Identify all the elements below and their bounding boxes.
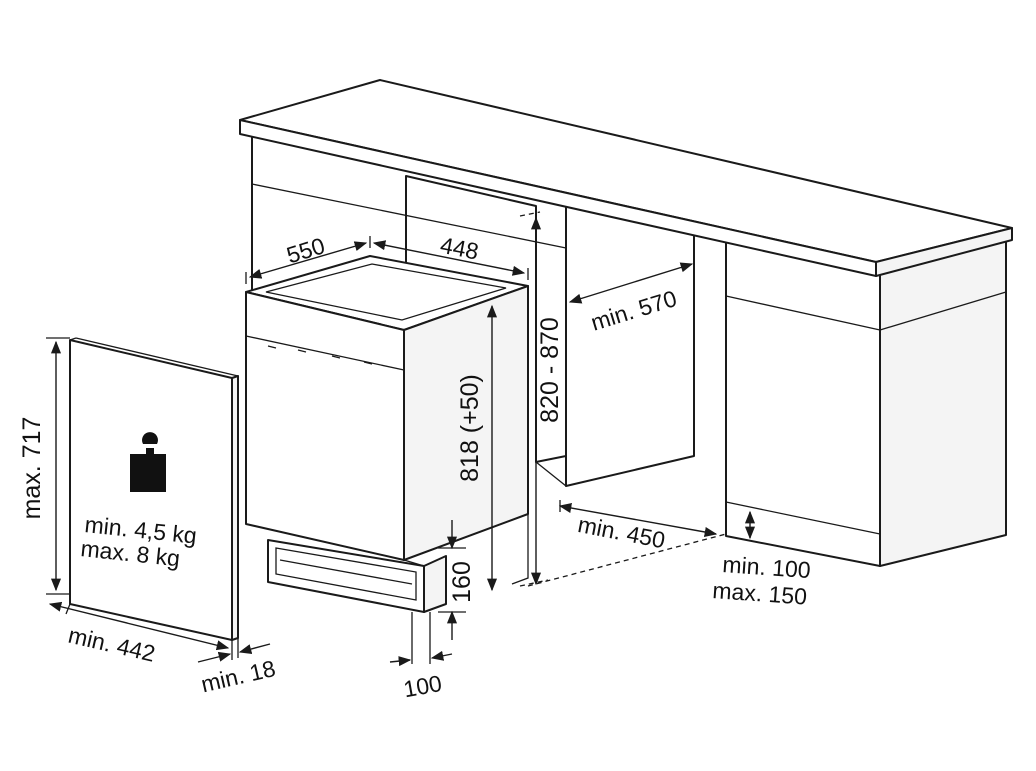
depth-dimension-line — [248, 241, 368, 279]
dishwasher — [245, 255, 529, 613]
control-panel-slots — [267, 345, 373, 365]
right-cabinet-side-line — [879, 291, 1007, 331]
plinth-depth-line-right — [430, 650, 453, 661]
right-cabinet-plinth-line — [725, 501, 881, 535]
plinth-gap-min-label: min. 100 — [722, 551, 812, 583]
plinth-depth-line-left — [389, 656, 412, 667]
appliance-width-label: 448 — [438, 232, 481, 265]
niche-floor-edge — [535, 461, 567, 487]
dishwasher-plinth-inner — [275, 547, 417, 601]
control-panel-line — [245, 335, 405, 371]
door-thickness-line-right — [238, 643, 271, 654]
door-thickness-line-left — [197, 651, 232, 663]
worktop-side — [875, 227, 1013, 277]
plinth-gap-max-label: max. 150 — [712, 577, 808, 610]
appliance-height-label: 818 (+50) — [456, 374, 484, 482]
niche-depth-line — [568, 262, 694, 304]
door-width-line — [48, 601, 230, 651]
niche-height-label: 820 - 870 — [536, 317, 564, 423]
dishwasher-plinth-side — [423, 555, 447, 613]
dimension-lines — [46, 211, 756, 667]
rear-foot — [511, 513, 529, 585]
right-cabinet-front — [725, 239, 881, 567]
plinth-rail — [279, 559, 413, 585]
door-panel-top-edge — [69, 337, 77, 341]
plinth-height-label: 160 — [448, 561, 476, 603]
door-width-label: min. 442 — [66, 622, 158, 667]
dimension-labels: 550 448 818 (+50) 820 - 870 min. 570 min… — [18, 232, 811, 703]
door-height-label: max. 717 — [18, 417, 46, 520]
width-dimension-line — [372, 240, 526, 276]
right-cabinet-drawer-line — [725, 295, 881, 331]
weight-icon — [130, 432, 166, 492]
door-thickness-label: min. 18 — [199, 655, 278, 697]
niche-back-panel — [565, 203, 695, 487]
dishwasher-front — [245, 291, 405, 561]
left-cabinet-drawer-line — [251, 183, 567, 249]
plinth-depth-label: 100 — [401, 670, 443, 702]
niche-width-line — [558, 503, 718, 537]
door-panel-top-edge-back — [75, 337, 239, 377]
plinth-join — [403, 559, 425, 567]
door-panel-edge — [231, 375, 239, 641]
right-cabinet-side — [879, 231, 1007, 567]
